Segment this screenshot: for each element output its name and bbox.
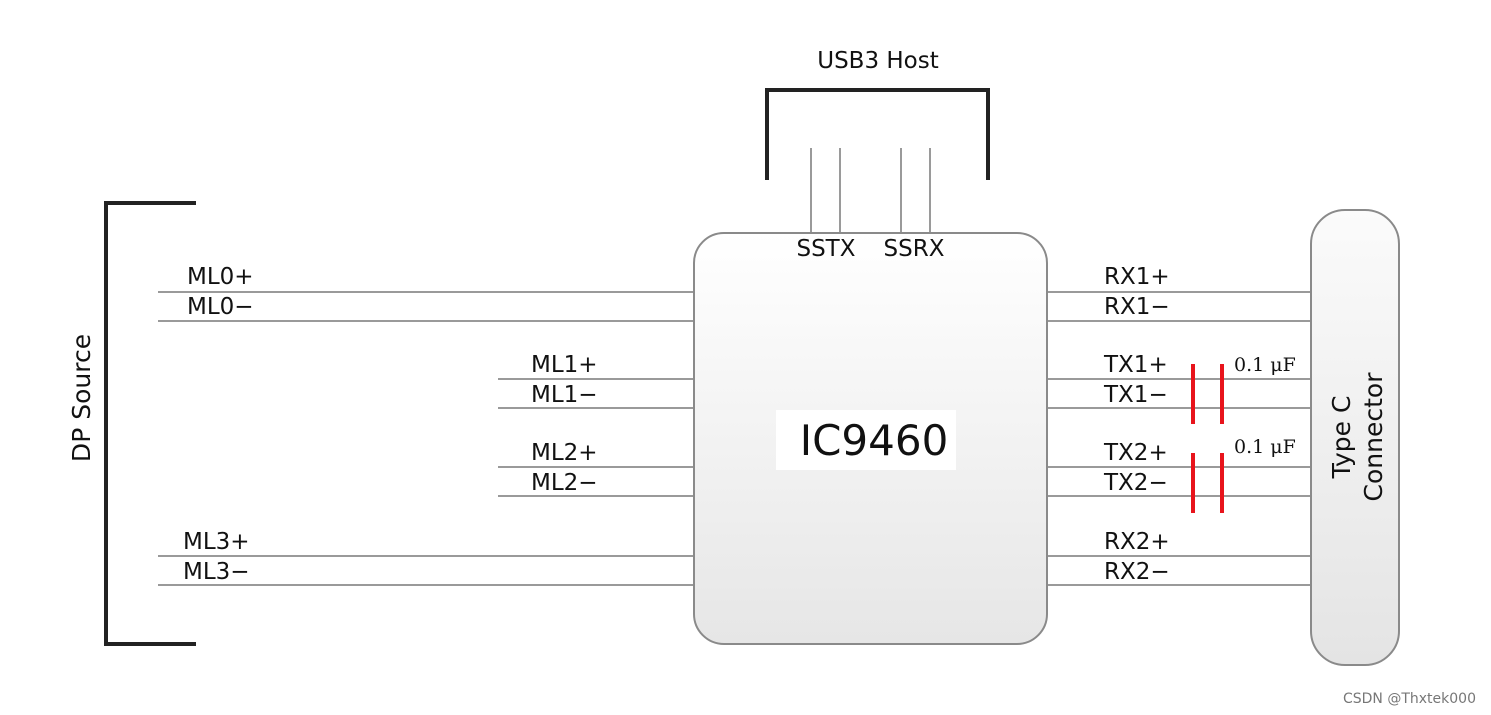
connector-label-line1: Type C [1327,396,1356,480]
ssrx-label: SSRX [884,236,945,262]
chip-block: SSTX SSRX IC9460 [693,232,1048,645]
watermark: CSDN @Thxtek000 [1343,691,1476,707]
signal-label: ML2− [531,470,598,496]
capacitor-tx1: 0.1 μF [1191,354,1296,424]
signal-label: ML0+ [187,264,254,290]
dp-source-block: DP Source [67,201,196,646]
capacitor-value: 0.1 μF [1234,436,1296,458]
usb-host-bracket [765,88,990,180]
signal-label: ML1+ [531,352,598,378]
signal-label: TX2+ [1103,440,1168,466]
dp-source-bracket [104,201,196,646]
capacitor-value: 0.1 μF [1234,354,1296,376]
connector-box [1310,209,1400,666]
signal-label: ML3+ [183,529,250,555]
signal-label: ML1− [531,382,598,408]
signal-label: TX1+ [1103,352,1168,378]
left-wires [158,291,694,586]
type-c-connector: Type C Connector [1310,209,1400,666]
signal-label: ML3− [183,559,250,585]
chip-label-backdrop [776,410,956,470]
dp-source-label: DP Source [67,334,96,462]
usb-wires [810,148,931,233]
connector-label-line2: Connector [1359,372,1388,502]
signal-label: ML0− [187,294,254,320]
signal-label: RX1− [1104,294,1170,320]
signal-label: TX2− [1103,470,1168,496]
right-wires [1047,291,1311,586]
signal-label: ML2+ [531,440,598,466]
signal-label: RX1+ [1104,264,1170,290]
chip-label: IC9460 [800,416,949,465]
left-labels: ML0+ ML0− ML1+ ML1− ML2+ ML2− ML3+ ML3− [183,264,598,585]
signal-label: TX1− [1103,382,1168,408]
signal-label: RX2+ [1104,529,1170,555]
usb-host-label: USB3 Host [817,48,939,74]
right-labels: RX1+ RX1− TX1+ TX1− TX2+ TX2− RX2+ RX2− [1103,264,1170,585]
signal-label: RX2− [1104,559,1170,585]
usb-host-block: USB3 Host [765,48,990,180]
capacitor-tx2: 0.1 μF [1191,436,1296,513]
sstx-label: SSTX [796,236,855,262]
